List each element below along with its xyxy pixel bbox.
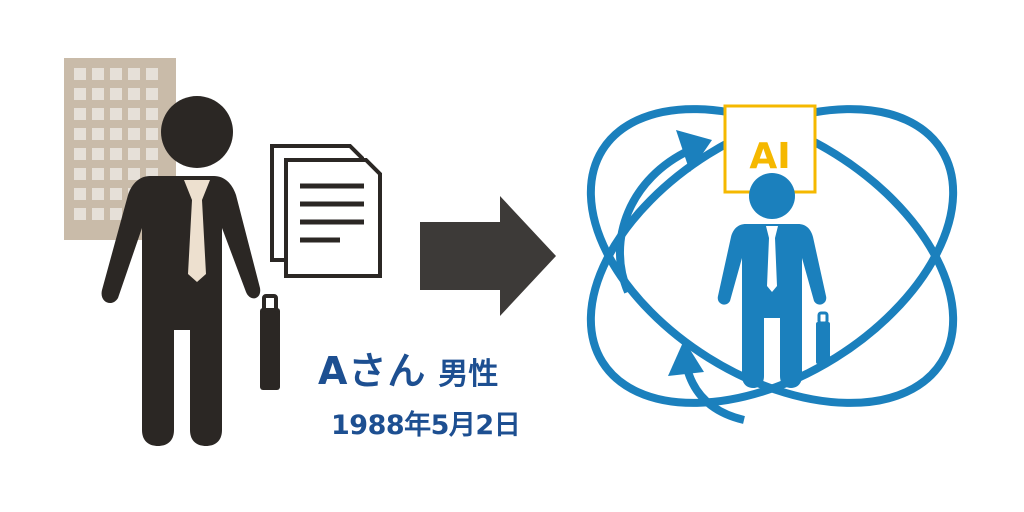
- person-gender: 男性: [438, 357, 499, 392]
- person-caption: Aさん男性: [318, 340, 558, 393]
- cycle-arrows-icon: [616, 130, 745, 424]
- orbit-rings: [586, 105, 958, 407]
- person-name: Aさん: [318, 349, 427, 393]
- businessman-figure-icon: [101, 96, 280, 446]
- office-building-icon: [64, 58, 176, 240]
- ai-businessman-icon: [717, 173, 830, 388]
- ai-label-text: AI: [749, 136, 790, 177]
- right-arrow-icon: [420, 196, 556, 316]
- documents-icon: [270, 144, 382, 278]
- person-birthdate: 1988年5月2日: [331, 410, 521, 441]
